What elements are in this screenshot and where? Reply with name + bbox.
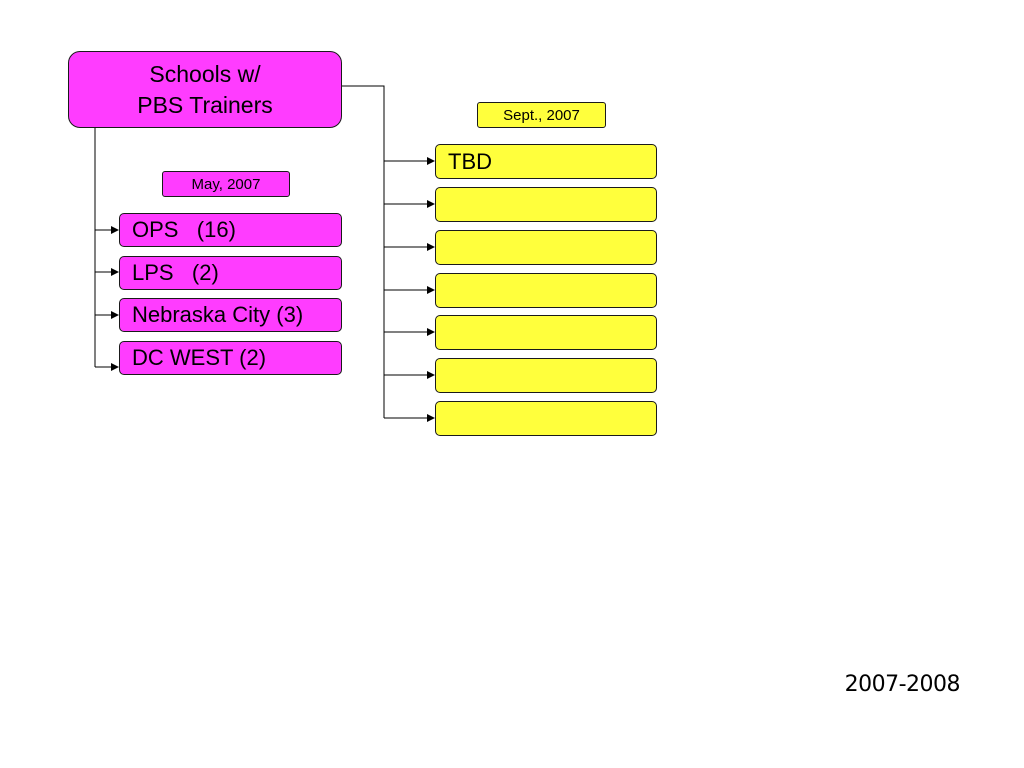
year-range-label: 2007-2008: [844, 672, 961, 697]
node-nebraska-city: Nebraska City (3): [119, 298, 342, 332]
may-2007-label: May, 2007: [162, 171, 290, 197]
node-slot-6: [435, 358, 657, 393]
root-node-schools-pbs-trainers: Schools w/ PBS Trainers: [68, 51, 342, 128]
node-slot-3: [435, 230, 657, 265]
sept-2007-label: Sept., 2007: [477, 102, 606, 128]
node-slot-1: TBD: [435, 144, 657, 179]
node-dc-west: DC WEST (2): [119, 341, 342, 375]
right-trunk-line: [342, 85, 385, 418]
node-ops: OPS (16): [119, 213, 342, 247]
root-node-line-1: Schools w/: [149, 60, 261, 87]
node-slot-7: [435, 401, 657, 436]
root-node-line-2: PBS Trainers: [137, 91, 273, 118]
node-slot-4: [435, 273, 657, 308]
node-slot-2: [435, 187, 657, 222]
node-lps: LPS (2): [119, 256, 342, 290]
node-slot-5: [435, 315, 657, 350]
